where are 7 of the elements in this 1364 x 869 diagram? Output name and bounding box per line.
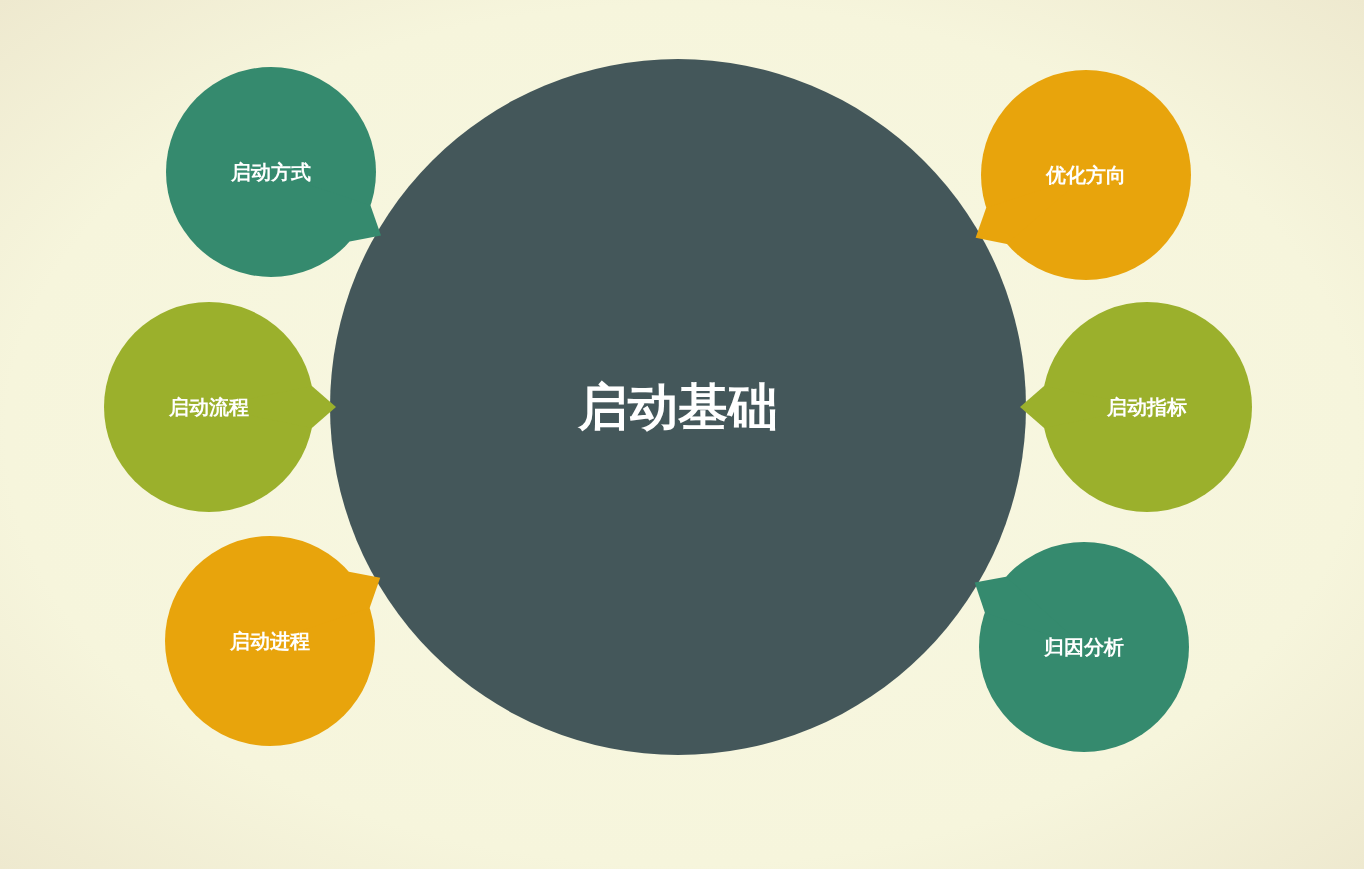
topic-label: 启动方式 (231, 158, 311, 186)
topic-label: 启动流程 (169, 393, 249, 421)
topic-title: 启动基础 (578, 376, 778, 438)
topic-label: 启动指标 (1107, 393, 1187, 421)
topic-label: 归因分析 (1044, 633, 1124, 661)
topic-label: 启动进程 (230, 627, 310, 655)
topic-label: 优化方向 (1046, 161, 1126, 189)
